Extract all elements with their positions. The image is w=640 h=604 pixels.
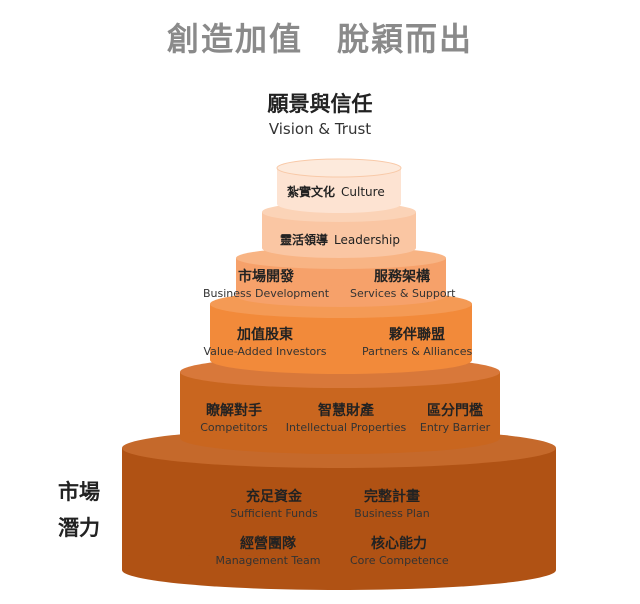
tier-top-cylinder	[276, 158, 402, 213]
side-label-market-potential: 市場 潛力	[58, 474, 100, 546]
tier-4-right-zh: 夥伴聯盟	[389, 327, 445, 343]
tier-4-bottom	[210, 346, 472, 374]
tier-6-bl-en: Management Team	[215, 554, 321, 567]
tier-6-br-en: Core Competence	[350, 554, 449, 567]
tier-5-right-zh: 區分門檻	[427, 403, 483, 419]
tier-5-right-en: Entry Barrier	[419, 421, 491, 434]
tier-1-top	[276, 158, 402, 178]
tier-5-item-competitors: 瞭解對手 Competitors	[194, 400, 274, 434]
tier-6-bottom	[122, 550, 556, 590]
tier-1-en: Culture	[341, 185, 385, 199]
tier-1-item-culture: 紮實文化 Culture	[287, 183, 385, 200]
tier-2-en: Leadership	[334, 233, 400, 247]
tier-2-item-leadership: 靈活領導 Leadership	[280, 231, 400, 248]
peak-title-zh: 願景與信任	[267, 92, 373, 116]
tier-6-item-team: 經營團隊 Management Team	[214, 533, 322, 567]
tier-1-zh: 紮實文化	[287, 185, 336, 199]
tier-3-left-zh: 市場開發	[238, 269, 294, 285]
tier-2-bottom	[262, 238, 416, 258]
tier-4-left-zh: 加值股東	[237, 327, 293, 343]
tier-3-right-zh: 服務架構	[374, 269, 430, 285]
tier-6-bl-zh: 經營團隊	[240, 536, 296, 552]
tier-5-mid-en: Intellectual Properties	[285, 421, 407, 434]
tier-base-cylinder	[122, 428, 556, 590]
tier-3-item-business-development: 市場開發 Business Development	[203, 266, 329, 300]
tier-6-item-competence: 核心能力 Core Competence	[350, 533, 449, 567]
tier-6-tl-en: Sufficient Funds	[230, 507, 318, 520]
tier-4-left-en: Value-Added Investors	[203, 345, 327, 358]
page-heading: 創造加值 脫穎而出	[166, 20, 473, 58]
tier-2-zh: 靈活領導	[280, 233, 329, 247]
tier-3-left-en: Business Development	[203, 287, 330, 300]
tier-6-tr-en: Business Plan	[354, 507, 430, 520]
tier-5-left-en: Competitors	[200, 421, 268, 434]
tier-3-item-services: 服務架構 Services & Support	[350, 266, 456, 300]
tier-6-tr-zh: 完整計畫	[364, 489, 420, 505]
tier-5-bottom	[180, 422, 500, 454]
side-label-line2: 潛力	[58, 516, 100, 540]
tier-3-right-en: Services & Support	[350, 287, 456, 300]
side-label-line1: 市場	[58, 480, 100, 504]
tier-1-bottom	[277, 195, 401, 213]
tier-5-item-ip: 智慧財產 Intellectual Properties	[282, 400, 410, 434]
tier-6-item-plan: 完整計畫 Business Plan	[350, 486, 434, 520]
tier-4-item-partners: 夥伴聯盟 Partners & Alliances	[362, 324, 472, 358]
peak-title-en: Vision & Trust	[268, 120, 372, 138]
tier-6-br-zh: 核心能力	[371, 536, 427, 552]
tier-3-bottom	[236, 285, 446, 307]
tier-5-item-entry-barrier: 區分門檻 Entry Barrier	[414, 400, 496, 434]
tier-6-tl-zh: 充足資金	[246, 489, 302, 505]
tier-5-mid-zh: 智慧財產	[318, 403, 374, 419]
tier-5-left-zh: 瞭解對手	[206, 403, 262, 419]
tier-4-item-investors: 加值股東 Value-Added Investors	[203, 324, 327, 358]
tier-6-item-funds: 充足資金 Sufficient Funds	[226, 486, 322, 520]
tier-6-body	[122, 448, 556, 570]
tier-4-right-en: Partners & Alliances	[362, 345, 473, 358]
